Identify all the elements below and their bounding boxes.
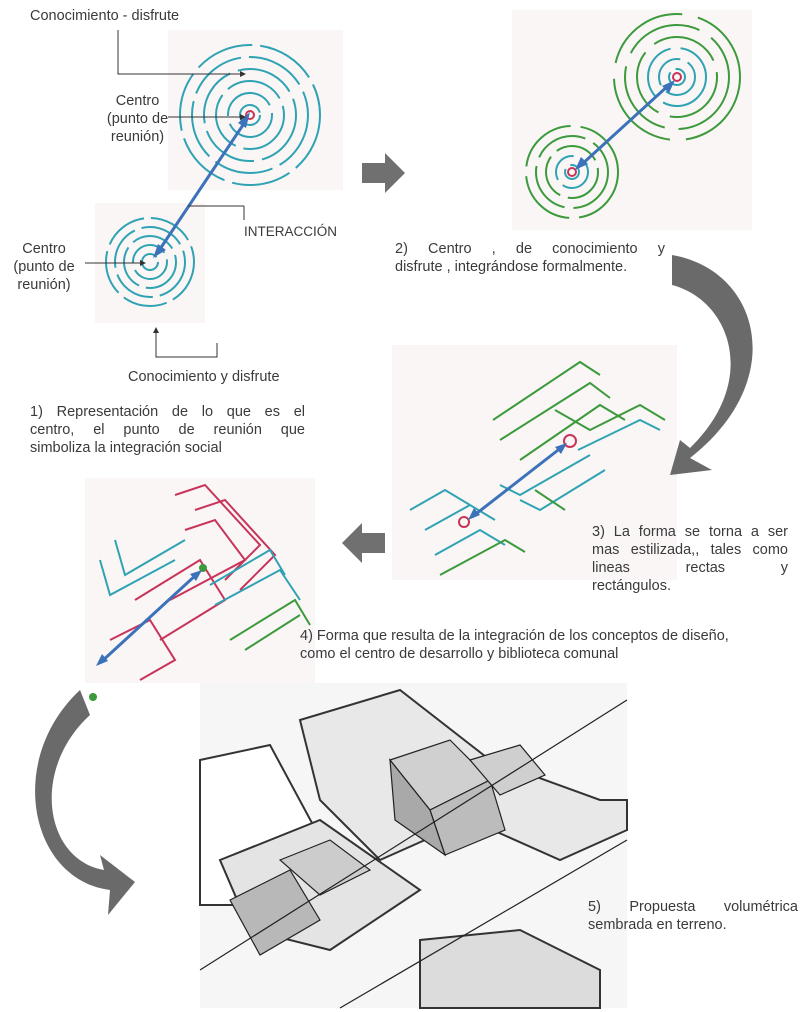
- step-5-line-2: sembrada en terreno.: [588, 917, 727, 933]
- step-4-line-2: como el centro de desarrollo y bibliotec…: [300, 646, 619, 662]
- linear-sketch-3: [409, 360, 666, 576]
- center-dot-3a: [563, 434, 577, 448]
- step-5-text: 5) Propuesta volumétrica sembrada en ter…: [588, 898, 798, 934]
- grey-arrow-left: [342, 523, 385, 563]
- center-dot-4: [199, 564, 207, 572]
- interaction-arrow-1: [156, 121, 247, 253]
- sketch-panel-3: [392, 345, 677, 580]
- step-5-line-1: 5) Propuesta volumétrica: [588, 899, 798, 915]
- spiral-sketch-2-top: [613, 13, 741, 141]
- center-dot-3b: [458, 516, 470, 528]
- spiral-sketch-2-bottom: [525, 125, 619, 219]
- step-3-line-3: lineas rectas y: [592, 560, 788, 576]
- curved-arrow-4-5: [35, 690, 135, 915]
- step-2-text: 2) Centro , de conocimiento y disfrute ,…: [395, 240, 665, 276]
- callout-line-top: [117, 30, 240, 75]
- step-2-line-2: disfrute , integrándose formalmente.: [395, 259, 628, 275]
- step-3-line-1: 3) La forma se torna a ser: [592, 524, 788, 540]
- step-1-line-2: centro, el punto de reunión que: [30, 422, 305, 438]
- step-3-text: 3) La forma se torna a ser mas estilizad…: [592, 523, 788, 595]
- interaction-arrow-2: [578, 82, 672, 168]
- step-3-line-4: rectángulos.: [592, 578, 671, 594]
- label-centro-2-line2: (punto de: [13, 259, 75, 275]
- step-1-text: 1) Representación de lo que es el centro…: [30, 403, 305, 457]
- label-centro-1-line3: reunión): [110, 129, 165, 145]
- spiral-sketch-bottom: [105, 217, 195, 307]
- grey-arrow-right: [362, 153, 405, 193]
- curved-arrow-2-3: [670, 255, 753, 475]
- sketch-panel-4: [85, 478, 315, 683]
- label-interaccion: INTERACCIÓN: [244, 224, 338, 239]
- spiral-sketch-top: [179, 44, 321, 186]
- step-4-line-1: 4) Forma que resulta de la integración d…: [300, 628, 729, 644]
- step-1-line-3: simboliza la integración social: [30, 440, 222, 456]
- label-centro-2: Centro (punto de reunión): [5, 240, 83, 294]
- label-centro-2-line3: reunión): [17, 277, 71, 293]
- label-centro-1: Centro (punto de reunión): [100, 92, 175, 146]
- interaction-arrow-3: [471, 445, 563, 519]
- interaction-arrow-4: [98, 572, 199, 665]
- step-4-text: 4) Forma que resulta de la integración d…: [300, 627, 790, 663]
- label-centro-1-line2: (punto de: [106, 111, 169, 127]
- label-conocimiento-disfrute-top: Conocimiento - disfrute: [30, 8, 180, 24]
- label-centro-2-line1: Centro: [22, 241, 66, 257]
- label-centro-1-line1: Centro: [115, 93, 160, 109]
- step-2-line-1: 2) Centro , de conocimiento y: [395, 241, 665, 257]
- center-dot-1: [245, 110, 255, 120]
- step-3-line-2: mas estilizada,, tales como: [592, 542, 788, 558]
- callout-line-bottom: [155, 333, 218, 358]
- volumetric-sketch-5: [199, 683, 628, 1009]
- label-conocimiento-y-disfrute: Conocimiento y disfrute: [128, 369, 280, 385]
- rect-sketch-4: [99, 483, 311, 681]
- step-1-line-1: 1) Representación de lo que es el: [30, 404, 305, 420]
